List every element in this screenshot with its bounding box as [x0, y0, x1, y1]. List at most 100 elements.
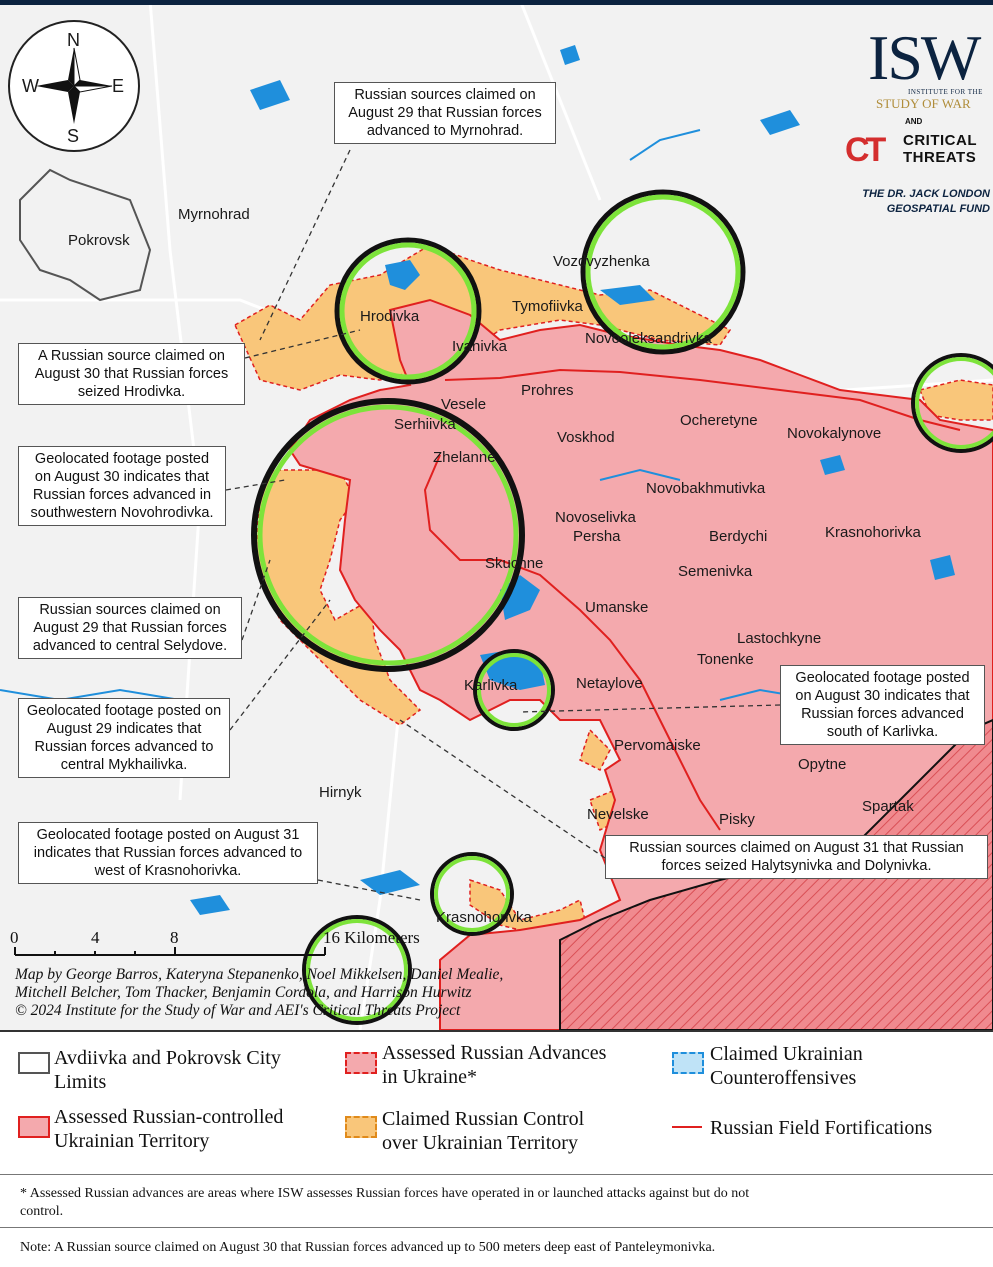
place-voskhod: Voskhod [557, 429, 615, 446]
top-border [0, 0, 993, 5]
legend-swatch-controlled [18, 1116, 50, 1138]
legend-advances-line2: in Ukraine* [382, 1066, 477, 1088]
legend-city-limits-line2: Limits [54, 1071, 107, 1093]
compass-west: W [22, 76, 39, 96]
scale-label-8: 8 [170, 928, 179, 947]
place-hirnyk: Hirnyk [319, 784, 362, 801]
scale-label-16: 16 Kilometers [323, 928, 420, 947]
legend-footnote: * Assessed Russian advances are areas wh… [0, 1174, 993, 1224]
legend-swatch-fortifications [672, 1126, 702, 1128]
place-krasnohorivka-east: Krasnohorivka [825, 524, 921, 541]
callout-karlivka: Geolocated footage posted on August 30 i… [780, 665, 985, 745]
place-vesele: Vesele [441, 396, 487, 413]
place-prohres: Prohres [521, 382, 574, 399]
pokrovsk-city-limits [19, 168, 152, 302]
legend-controlled: Assessed Russian-controlled Ukrainian Te… [54, 1105, 283, 1153]
callout-myrnohrad: Russian sources claimed on August 29 tha… [334, 82, 556, 144]
compass-north: N [67, 30, 80, 50]
place-krasnohorivka-south: Krasnohorivka [436, 909, 532, 926]
legend-controlled-line2: Ukrainian Territory [54, 1130, 210, 1152]
compass-east: E [112, 76, 125, 96]
logo-and: AND [905, 117, 923, 126]
place-nevelske: Nevelske [587, 806, 649, 823]
fund-line2: GEOSPATIAL FUND [886, 203, 990, 215]
place-netaylove: Netaylove [576, 675, 643, 692]
place-novoselivka-persha-1: Novoselivka [555, 509, 636, 526]
isw-logo-line1: INSTITUTE FOR THE [908, 88, 983, 96]
legend: Avdiivka and Pokrovsk City Limits Assess… [0, 1030, 993, 1267]
place-tymofiivka: Tymofiivka [512, 298, 583, 315]
place-novooleksandrivka: Novooleksandrivka [585, 330, 712, 347]
ct-logo-text: CRITICAL THREATS [903, 132, 977, 166]
legend-advances-line1: Assessed Russian Advances [382, 1042, 607, 1064]
ct-logo-mark: CT [845, 131, 886, 169]
place-opytne: Opytne [798, 756, 847, 773]
map-area: N S E W ISW INSTITUTE FOR THE STUDY OF W… [0, 0, 993, 1030]
highlight-circles [251, 189, 993, 1025]
legend-claimed-line2: over Ukrainian Territory [382, 1132, 578, 1154]
credits-line3: © 2024 Institute for the Study of War an… [15, 1002, 461, 1019]
place-zhelanne: Zhelanne [433, 449, 496, 466]
scale-label-0: 0 [10, 928, 19, 947]
isw-logo: ISW INSTITUTE FOR THE STUDY OF WAR [848, 22, 988, 112]
legend-note: Note: A Russian source claimed on August… [0, 1227, 993, 1267]
place-spartak: Spartak [862, 798, 914, 815]
legend-swatch-advances [345, 1052, 377, 1074]
legend-controlled-line1: Assessed Russian-controlled [54, 1106, 284, 1128]
place-pisky: Pisky [719, 811, 755, 828]
callout-halytsynivka: Russian sources claimed on August 31 tha… [605, 835, 988, 879]
legend-swatch-claimed [345, 1116, 377, 1138]
place-ivanivka: Ivanivka [452, 338, 508, 355]
ct-logo-line1: CRITICAL [903, 132, 977, 149]
callout-leaders [225, 149, 781, 901]
legend-city-limits: Avdiivka and Pokrovsk City Limits [54, 1046, 281, 1094]
place-pokrovsk: Pokrovsk [68, 232, 130, 249]
scale-label-4: 4 [91, 928, 100, 947]
compass-south: S [67, 126, 80, 146]
legend-counteroffensives-line1: Claimed Ukrainian [710, 1043, 863, 1065]
credits-line1: Map by George Barros, Kateryna Stepanenk… [15, 966, 504, 983]
place-lastochkyne: Lastochkyne [737, 630, 822, 647]
map-credits: Map by George Barros, Kateryna Stepanenk… [15, 966, 503, 1020]
place-myrnohrad: Myrnohrad [178, 206, 250, 223]
place-novokalynove: Novokalynove [787, 425, 882, 442]
legend-fortifications: Russian Field Fortifications [710, 1117, 933, 1139]
fortification-lines [423, 368, 961, 831]
isw-logo-line2: STUDY OF WAR [876, 96, 971, 111]
footnote-line1: * Assessed Russian advances are areas wh… [20, 1186, 750, 1201]
credits-line2: Mitchell Belcher, Tom Thacker, Benjamin … [15, 984, 472, 1001]
fund-line1: THE DR. JACK LONDON [862, 188, 990, 200]
callout-hrodivka: A Russian source claimed on August 30 th… [18, 343, 245, 405]
callout-krasnohorivka: Geolocated footage posted on August 31 i… [18, 822, 318, 884]
legend-counteroffensives: Claimed Ukrainian Counteroffensives [710, 1042, 863, 1090]
place-umanske: Umanske [585, 599, 649, 616]
callout-novohrodivka: Geolocated footage posted on August 30 i… [18, 446, 226, 526]
legend-claimed-line1: Claimed Russian Control [382, 1108, 585, 1130]
place-karlivka: Karlivka [464, 677, 518, 694]
ct-logo-line2: THREATS [903, 149, 977, 166]
isw-logo-text: ISW [868, 22, 981, 93]
place-novobakhmutivka: Novobakhmutivka [646, 480, 766, 497]
scale-bar [14, 947, 326, 956]
place-tonenke: Tonenke [697, 651, 754, 668]
compass-rose [8, 20, 140, 152]
footnote-line2: control. [20, 1204, 64, 1219]
place-vozdvyzhenka: Vozdvyzhenka [553, 253, 650, 270]
callout-mykhailivka: Geolocated footage posted on August 29 i… [18, 698, 230, 778]
legend-swatch-city-limits [18, 1052, 50, 1074]
place-berdychi: Berdychi [709, 528, 768, 545]
geospatial-fund-credit: THE DR. JACK LONDON GEOSPATIAL FUND [840, 187, 990, 217]
place-hrodivka: Hrodivka [360, 308, 420, 325]
place-serhiivka: Serhiivka [394, 416, 456, 433]
place-semenivka: Semenivka [678, 563, 753, 580]
callout-selydove: Russian sources claimed on August 29 tha… [18, 597, 242, 659]
legend-city-limits-line1: Avdiivka and Pokrovsk City [54, 1047, 281, 1069]
place-novoselivka-persha-2: Persha [573, 528, 621, 545]
place-ocheretyne: Ocheretyne [680, 412, 758, 429]
place-skuchne: Skuchne [485, 555, 544, 572]
legend-claimed: Claimed Russian Control over Ukrainian T… [382, 1107, 584, 1155]
legend-swatch-counteroffensives [672, 1052, 704, 1074]
place-pervomaiske: Pervomaiske [614, 737, 701, 754]
legend-counteroffensives-line2: Counteroffensives [710, 1067, 857, 1089]
legend-advances: Assessed Russian Advances in Ukraine* [382, 1041, 606, 1089]
